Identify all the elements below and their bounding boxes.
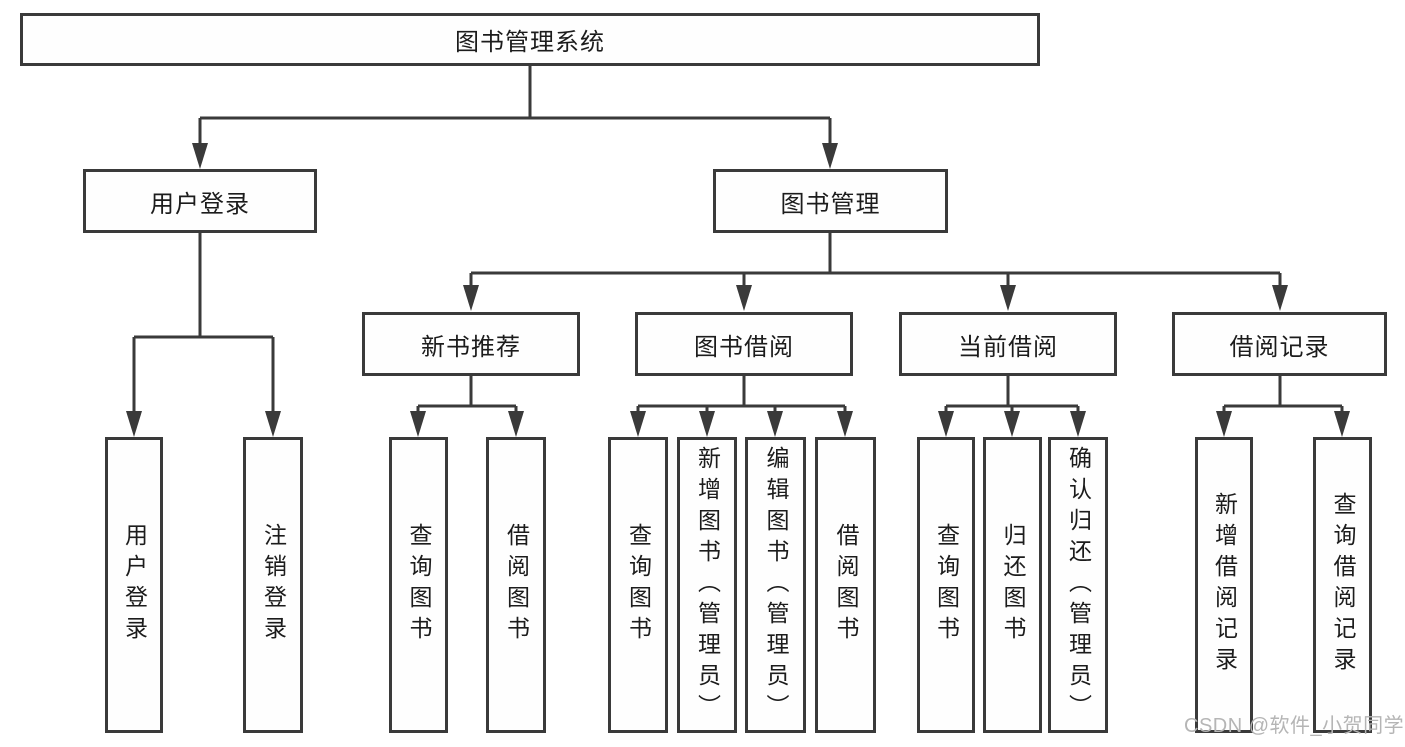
leaf-label: 借阅图书: [833, 523, 859, 647]
leaf-label: 查询借阅记录: [1330, 492, 1356, 678]
node-borrow-records: 借阅记录: [1172, 312, 1387, 376]
node-user-login: 用户登录: [83, 169, 317, 233]
leaf-label: 借阅图书: [503, 523, 530, 647]
node-current-borrow: 当前借阅: [899, 312, 1117, 376]
leaf-label: 新增借阅记录: [1211, 492, 1238, 678]
arrowhead-icons: [126, 143, 1350, 437]
leaf-label: 确认归还（管理员）: [1065, 445, 1092, 725]
leaf-label: 注销登录: [260, 523, 287, 647]
leaf-label: 归还图书: [1000, 523, 1026, 647]
leaf-add-books-admin: 新增图书（管理员）: [677, 437, 737, 733]
leaf-label: 编辑图书（管理员）: [763, 445, 789, 725]
node-book-borrow: 图书借阅: [635, 312, 853, 376]
node-new-book-recommend: 新书推荐: [362, 312, 580, 376]
leaf-label: 新增图书（管理员）: [694, 445, 721, 725]
leaf-logout: 注销登录: [243, 437, 303, 733]
leaf-borrow-books-recommend: 借阅图书: [486, 437, 546, 733]
leaf-label: 用户登录: [121, 523, 148, 647]
csdn-watermark: CSDN @软件_小贺同学: [1184, 715, 1405, 737]
leaf-user-login: 用户登录: [105, 437, 163, 733]
leaf-label: 查询图书: [406, 523, 432, 647]
leaf-label: 查询图书: [933, 523, 960, 647]
leaf-confirm-return-admin: 确认归还（管理员）: [1048, 437, 1108, 733]
node-root-system: 图书管理系统: [20, 13, 1040, 66]
node-book-management: 图书管理: [713, 169, 948, 233]
leaf-label: 查询图书: [625, 523, 652, 647]
leaf-query-books-borrow: 查询图书: [608, 437, 668, 733]
leaf-query-books-recommend: 查询图书: [389, 437, 448, 733]
leaf-borrow-books: 借阅图书: [815, 437, 876, 733]
leaf-query-books-current: 查询图书: [917, 437, 975, 733]
leaf-edit-books-admin: 编辑图书（管理员）: [745, 437, 806, 733]
leaf-add-borrow-record: 新增借阅记录: [1195, 437, 1253, 733]
leaf-query-borrow-record: 查询借阅记录: [1313, 437, 1372, 733]
leaf-return-books: 归还图书: [983, 437, 1042, 733]
